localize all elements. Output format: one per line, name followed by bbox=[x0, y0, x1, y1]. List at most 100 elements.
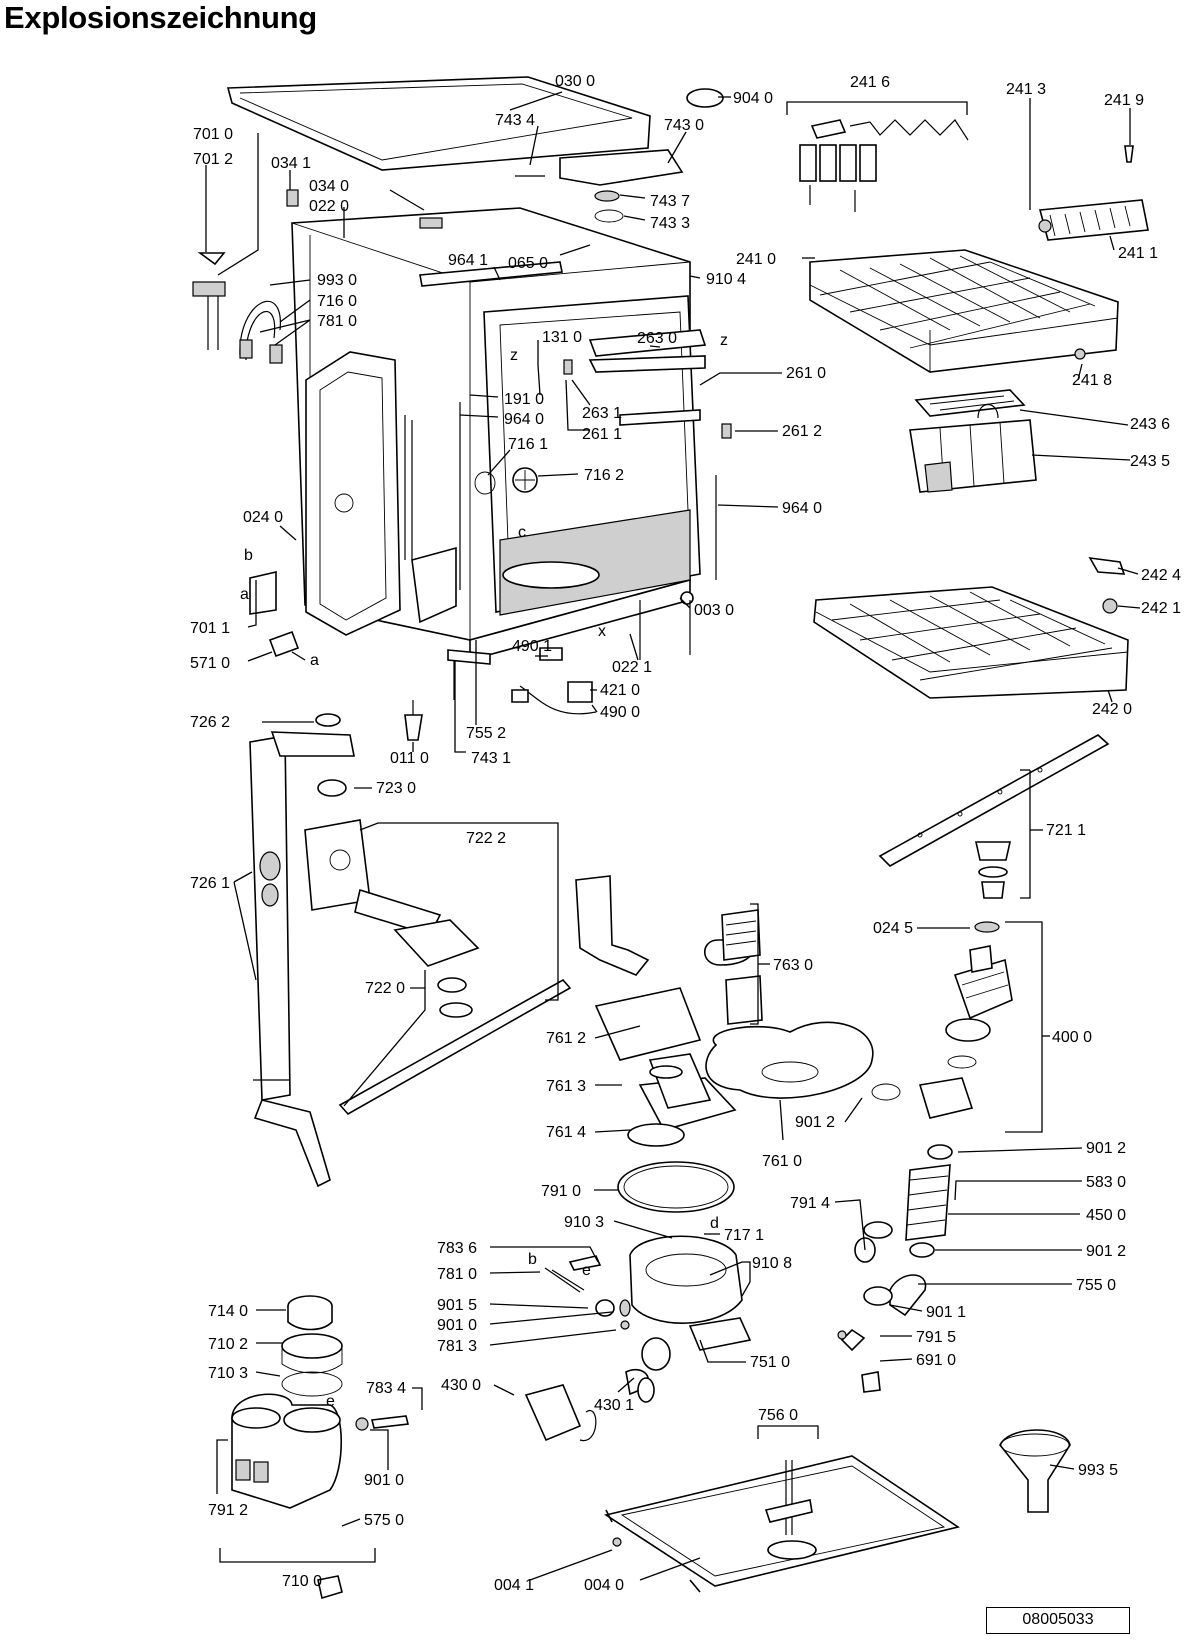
part-label: 034 0 bbox=[309, 178, 349, 195]
part-label: 241 8 bbox=[1072, 372, 1112, 389]
part-label: 261 0 bbox=[786, 365, 826, 382]
part-label: 993 5 bbox=[1078, 1462, 1118, 1479]
part-label: 716 0 bbox=[317, 293, 357, 310]
marker-a: a bbox=[240, 586, 249, 603]
part-label: 901 2 bbox=[1086, 1243, 1126, 1260]
part-label: 241 9 bbox=[1104, 92, 1144, 109]
document-number-box: 08005033 bbox=[986, 1607, 1130, 1634]
part-label: 701 0 bbox=[193, 126, 233, 143]
marker-a: a bbox=[310, 652, 319, 669]
part-label: 761 0 bbox=[762, 1153, 802, 1170]
part-label: 242 4 bbox=[1141, 567, 1181, 584]
part-label: 714 0 bbox=[208, 1303, 248, 1320]
worktop-cover-part bbox=[226, 76, 724, 223]
part-label: 241 1 bbox=[1118, 245, 1158, 262]
tub-cabinet-part bbox=[291, 207, 732, 662]
part-label: 261 2 bbox=[782, 423, 822, 440]
part-label: 004 1 bbox=[494, 1577, 534, 1594]
part-label: 242 0 bbox=[1092, 701, 1132, 718]
part-label: 755 0 bbox=[1076, 1277, 1116, 1294]
part-label: 400 0 bbox=[1052, 1029, 1092, 1046]
lower-spray-arm-part bbox=[878, 734, 1110, 899]
part-label: 761 4 bbox=[546, 1124, 586, 1141]
upper-spray-manifold-part bbox=[304, 779, 572, 1116]
part-label: 743 0 bbox=[664, 117, 704, 134]
part-label: 430 0 bbox=[441, 1377, 481, 1394]
part-label: 191 0 bbox=[504, 391, 544, 408]
marker-d: d bbox=[710, 1215, 719, 1232]
part-label: 755 2 bbox=[466, 725, 506, 742]
part-label: 726 1 bbox=[190, 875, 230, 892]
part-label: 004 0 bbox=[584, 1577, 624, 1594]
part-label: 783 6 bbox=[437, 1240, 477, 1257]
part-label: 763 0 bbox=[773, 957, 813, 974]
part-label: 721 1 bbox=[1046, 822, 1086, 839]
part-label: 910 3 bbox=[564, 1214, 604, 1231]
part-label: 261 1 bbox=[582, 426, 622, 443]
part-label: 024 0 bbox=[243, 509, 283, 526]
part-label: 791 2 bbox=[208, 1502, 248, 1519]
part-label: 993 0 bbox=[317, 272, 357, 289]
water-softener-part bbox=[231, 1295, 409, 1600]
page-title: Explosionszeichnung bbox=[4, 0, 317, 35]
basket-rails-part bbox=[799, 119, 1149, 360]
part-label: 783 4 bbox=[366, 1380, 406, 1397]
marker-z: z bbox=[510, 347, 518, 364]
marker-b: b bbox=[244, 547, 253, 564]
part-label: 710 3 bbox=[208, 1365, 248, 1382]
leader-lines bbox=[205, 91, 1141, 1581]
part-label: 964 1 bbox=[448, 252, 488, 269]
sump-housing-part bbox=[544, 1161, 752, 1396]
connection-markers: a a b b c d e e x z z bbox=[240, 332, 728, 1410]
part-label: 024 5 bbox=[873, 920, 913, 937]
part-label: 901 0 bbox=[364, 1472, 404, 1489]
part-label: 791 0 bbox=[541, 1183, 581, 1200]
part-label: 791 4 bbox=[790, 1195, 830, 1212]
heater-pump-part bbox=[524, 1377, 655, 1442]
part-label: 022 1 bbox=[612, 659, 652, 676]
marker-e: e bbox=[582, 1262, 591, 1279]
part-label: 263 0 bbox=[637, 330, 677, 347]
part-label: 901 2 bbox=[1086, 1140, 1126, 1157]
part-label: 034 1 bbox=[271, 155, 311, 172]
upper-basket-part bbox=[809, 249, 1119, 373]
part-label: 691 0 bbox=[916, 1352, 956, 1369]
part-label: 901 0 bbox=[437, 1317, 477, 1334]
part-label: 743 4 bbox=[495, 112, 535, 129]
part-label: 716 1 bbox=[508, 436, 548, 453]
marker-x: x bbox=[598, 623, 606, 640]
part-label: 710 2 bbox=[208, 1336, 248, 1353]
part-label: 490 0 bbox=[600, 704, 640, 721]
salt-funnel-part bbox=[999, 1429, 1071, 1513]
part-label: 726 2 bbox=[190, 714, 230, 731]
cutlery-basket-part bbox=[909, 389, 1037, 493]
part-label: 743 3 bbox=[650, 215, 690, 232]
part-label: 575 0 bbox=[364, 1512, 404, 1529]
part-labels: 030 0 904 0 241 6 241 3 241 9 743 4 743 … bbox=[190, 73, 1181, 1594]
part-label: 910 8 bbox=[752, 1255, 792, 1272]
part-label: 791 5 bbox=[916, 1329, 956, 1346]
part-label: 241 3 bbox=[1006, 81, 1046, 98]
part-label: 781 0 bbox=[317, 313, 357, 330]
part-label: 722 0 bbox=[365, 980, 405, 997]
marker-z: z bbox=[720, 332, 728, 349]
part-label: 904 0 bbox=[733, 90, 773, 107]
marker-e: e bbox=[326, 1393, 335, 1410]
marker-c: c bbox=[518, 524, 526, 541]
part-label: 743 7 bbox=[650, 193, 690, 210]
part-label: 701 1 bbox=[190, 620, 230, 637]
part-label: 761 3 bbox=[546, 1078, 586, 1095]
filter-sump-part bbox=[575, 875, 874, 1147]
part-label: 421 0 bbox=[600, 682, 640, 699]
part-label: 583 0 bbox=[1086, 1174, 1126, 1191]
part-label: 242 1 bbox=[1141, 600, 1181, 617]
part-label: 723 0 bbox=[376, 780, 416, 797]
part-label: 030 0 bbox=[555, 73, 595, 90]
part-label: 241 6 bbox=[850, 74, 890, 91]
part-label: 751 0 bbox=[750, 1354, 790, 1371]
pump-motor-group-part bbox=[871, 921, 1013, 1119]
part-label: 716 2 bbox=[584, 467, 624, 484]
part-label: 761 2 bbox=[546, 1030, 586, 1047]
part-label: 901 5 bbox=[437, 1297, 477, 1314]
